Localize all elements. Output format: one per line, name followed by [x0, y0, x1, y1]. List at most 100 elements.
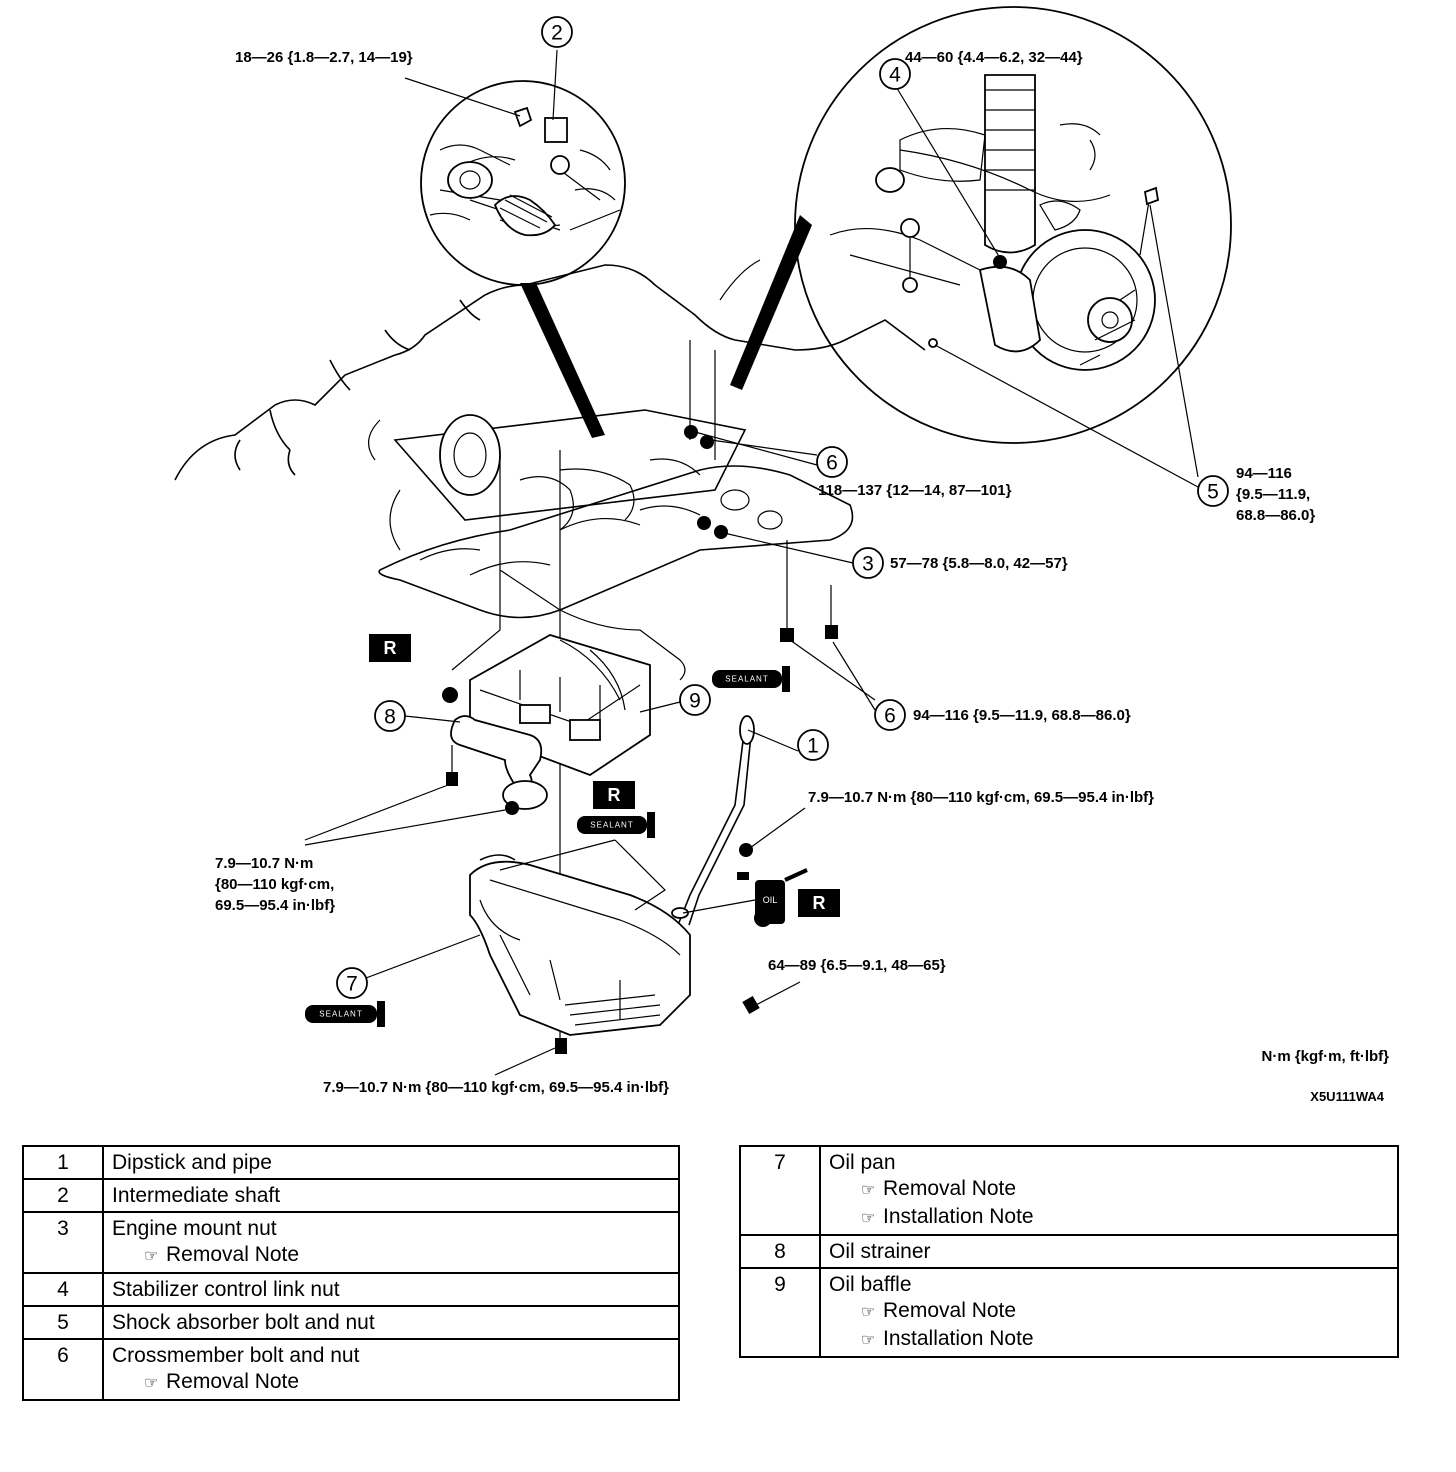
parts-row: 2 Intermediate shaft: [22, 1178, 680, 1213]
part-name: Crossmember bolt and nut: [112, 1344, 360, 1367]
replace-tag-strainer: R: [369, 634, 411, 662]
torque-spec-strainer-line3: 69.5—95.4 in·lbf}: [215, 897, 335, 914]
pointing-hand-icon: ☞: [144, 1375, 159, 1392]
pointing-hand-icon: ☞: [861, 1210, 876, 1227]
reference-note-link[interactable]: ☞ Removal Note: [829, 1298, 1389, 1326]
svg-text:4: 4: [889, 64, 901, 87]
pointing-hand-icon: ☞: [861, 1332, 876, 1349]
part-number: 7: [739, 1145, 821, 1236]
callout-6-upper: 6: [816, 446, 848, 478]
reference-note-text: Removal Note: [166, 1243, 300, 1266]
pointing-hand-icon: ☞: [144, 1248, 159, 1265]
reference-note-link[interactable]: ☞ Removal Note: [112, 1369, 670, 1397]
part-number: 1: [22, 1145, 104, 1180]
svg-text:5: 5: [1207, 481, 1219, 504]
strainer-guide-line: [451, 455, 501, 671]
part-name: Stabilizer control link nut: [112, 1278, 340, 1301]
torque-spec-dipstick: 7.9—10.7 N·m {80—110 kgf·cm, 69.5—95.4 i…: [808, 789, 1154, 806]
part-name: Intermediate shaft: [112, 1184, 281, 1207]
intermediate-shaft-detail-circle: [420, 80, 626, 286]
callout-9: 9: [679, 684, 711, 716]
callout-4: 4: [879, 58, 911, 90]
part-description: Oil pan☞Removal Note☞Installation Note: [819, 1145, 1399, 1236]
svg-text:7: 7: [346, 973, 358, 996]
svg-text:6: 6: [826, 452, 838, 475]
torque-spec-drain-plug: 64—89 {6.5—9.1, 48—65}: [768, 957, 946, 974]
part-number: 8: [739, 1234, 821, 1269]
reference-note-text: Installation Note: [883, 1327, 1034, 1350]
svg-text:3: 3: [862, 553, 874, 576]
reference-note-text: Removal Note: [883, 1177, 1017, 1200]
reference-note-text: Installation Note: [883, 1205, 1034, 1228]
svg-text:9: 9: [689, 690, 701, 713]
reference-note-link[interactable]: ☞ Removal Note: [829, 1176, 1389, 1204]
figure-code: X5U111WA4: [1310, 1089, 1384, 1104]
part-number: 3: [22, 1211, 104, 1274]
part-name: Dipstick and pipe: [112, 1151, 272, 1174]
svg-text:R: R: [608, 785, 621, 805]
svg-text:1: 1: [807, 735, 819, 758]
part-description: Stabilizer control link nut: [102, 1272, 680, 1307]
part-description: Dipstick and pipe: [102, 1145, 680, 1180]
svg-text:SEALANT: SEALANT: [590, 821, 633, 830]
sealant-tube-pan-icon: SEALANT: [577, 812, 655, 838]
callout-5: 5: [1197, 475, 1229, 507]
torque-spec-shock-absorber-line3: 68.8—86.0}: [1236, 507, 1315, 524]
reference-note-link[interactable]: ☞ Removal Note: [112, 1242, 670, 1270]
callout-3: 3: [852, 547, 884, 579]
svg-text:2: 2: [551, 22, 563, 45]
replace-tag-pan: R: [593, 781, 635, 809]
suspension-detail-circle: [794, 6, 1232, 444]
torque-units-label: N·m {kgf·m, ft·lbf}: [1262, 1048, 1390, 1065]
torque-spec-shock-absorber-line2: {9.5—11.9,: [1236, 486, 1310, 503]
torque-spec-strainer-line2: {80—110 kgf·cm,: [215, 876, 334, 893]
pointing-hand-icon: ☞: [861, 1182, 876, 1199]
svg-text:SEALANT: SEALANT: [319, 1010, 362, 1019]
leader-lines: [304, 49, 1199, 1076]
exploded-view-diagram: 2 4 6 5 3 6 9 8 1 7 R R R SEALANT SEALAN…: [174, 6, 1390, 1104]
part-description: Engine mount nut☞Removal Note: [102, 1211, 680, 1274]
pointing-hand-icon: ☞: [861, 1304, 876, 1321]
oil-strainer: [446, 715, 548, 815]
torque-spec-engine-mount: 57—78 {5.8—8.0, 42—57}: [890, 555, 1068, 572]
reference-note-link[interactable]: ☞ Installation Note: [829, 1326, 1389, 1354]
sealant-tube-baffle-icon: SEALANT: [712, 666, 790, 692]
svg-text:8: 8: [384, 706, 396, 729]
reference-note-text: Removal Note: [166, 1370, 300, 1393]
part-description: Shock absorber bolt and nut: [102, 1305, 680, 1340]
oil-can-icon: OIL: [737, 868, 808, 927]
parts-row: 1 Dipstick and pipe: [22, 1145, 680, 1180]
part-number: 2: [22, 1178, 104, 1213]
part-description: Oil strainer: [819, 1234, 1399, 1269]
part-name: Oil baffle: [829, 1273, 912, 1296]
torque-spec-strainer-line1: 7.9—10.7 N·m: [215, 855, 313, 872]
engine-mount-nuts: [697, 516, 728, 539]
callout-7: 7: [336, 967, 368, 999]
svg-text:OIL: OIL: [763, 895, 778, 905]
svg-text:R: R: [813, 893, 826, 913]
callout-2: 2: [541, 16, 573, 48]
reference-note-text: Removal Note: [883, 1299, 1017, 1322]
reference-note-link[interactable]: ☞ Installation Note: [829, 1204, 1389, 1232]
detail-link-wedge-left: [520, 283, 605, 438]
replace-tag-drain: R: [798, 889, 840, 917]
part-description: Crossmember bolt and nut ☞ Removal Note: [102, 1338, 680, 1401]
svg-text:6: 6: [884, 705, 896, 728]
crossmember-bolts-lower: [780, 540, 838, 642]
part-number: 5: [22, 1305, 104, 1340]
parts-row: 5 Shock absorber bolt and nut: [22, 1305, 680, 1340]
part-name: Shock absorber bolt and nut: [112, 1311, 375, 1334]
engine-crossmember-outline: [174, 259, 926, 681]
sealant-tube-oilpan-icon: SEALANT: [305, 1001, 385, 1027]
crossmember-nuts-upper: [684, 425, 714, 449]
oil-pan: [469, 854, 760, 1054]
part-description: Intermediate shaft: [102, 1178, 680, 1213]
torque-spec-intermediate-shaft: 18—26 {1.8—2.7, 14—19}: [235, 49, 413, 66]
